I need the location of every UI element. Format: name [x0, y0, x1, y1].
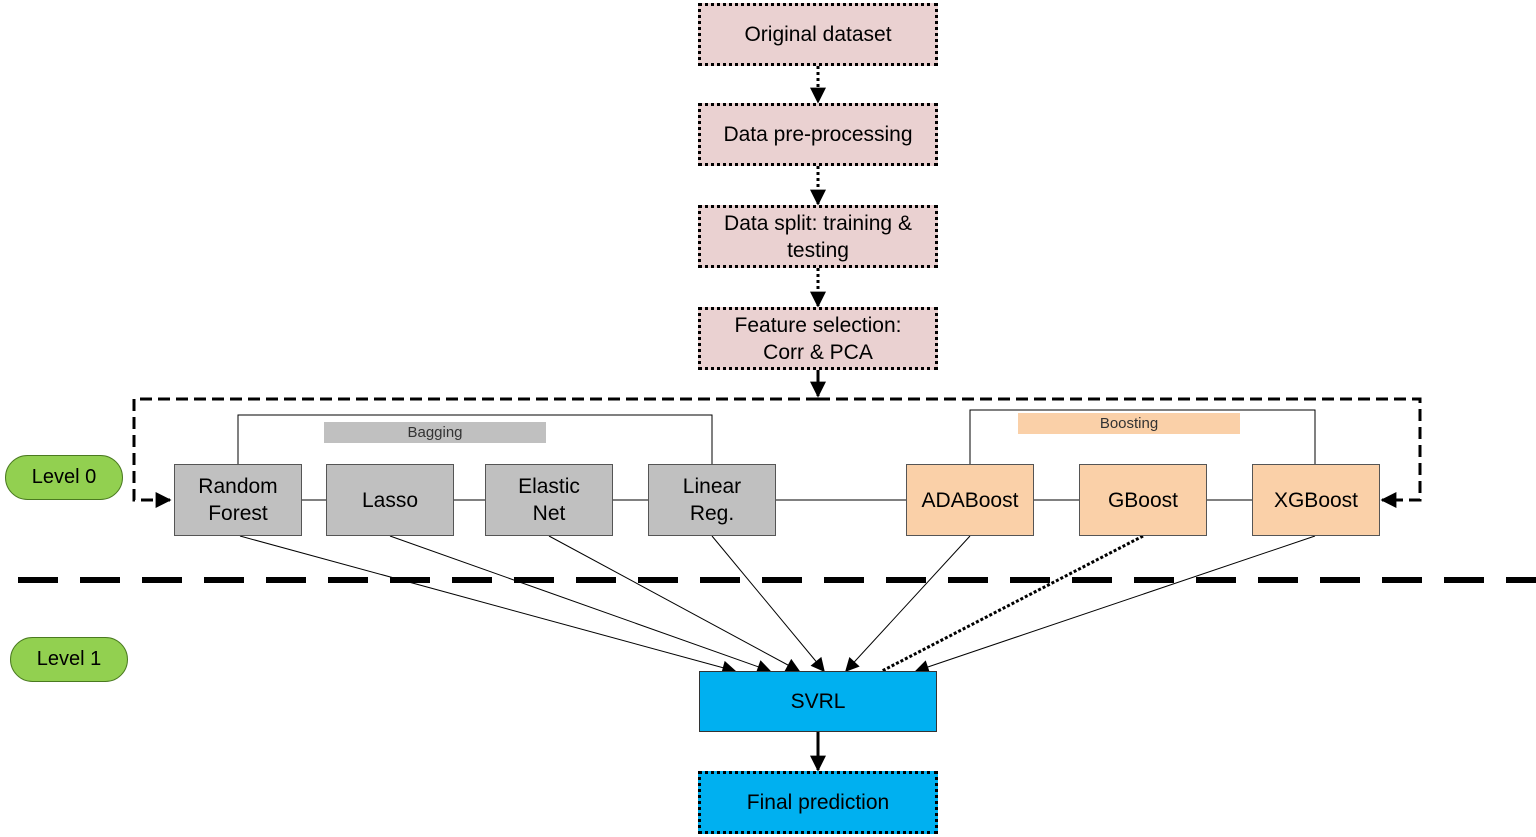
final-prediction-label: Final prediction [746, 791, 890, 814]
arrow-gboost-to-svrl [881, 534, 1144, 673]
boosting-label: Boosting [1099, 415, 1159, 432]
original-dataset-box: Original dataset [698, 3, 938, 66]
feature-selection-box: Feature selection: Corr & PCA [698, 307, 938, 370]
level-1-label: Level 1 [36, 648, 102, 670]
arrow-xgboost-to-svrl [914, 535, 1316, 674]
xgboost-label: XGBoost [1273, 488, 1359, 512]
gboost-label: GBoost [1107, 488, 1179, 512]
preprocessing-box: Data pre-processing [698, 103, 938, 166]
linear-reg-label-line2: Reg. [689, 502, 735, 525]
lasso-label: Lasso [361, 488, 419, 512]
feature-selection-label-line1: Feature selection: [734, 313, 902, 337]
xgboost-box: XGBoost [1252, 464, 1380, 536]
svrl-box: SVRL [699, 671, 937, 732]
random-forest-box: Random Forest [174, 464, 302, 536]
arrow-adaboost-to-svrl [845, 535, 971, 673]
arrow-randomforest-to-svrl [239, 535, 737, 675]
original-dataset-label: Original dataset [744, 23, 892, 46]
level-0-label: Level 0 [31, 466, 97, 488]
adaboost-label: ADABoost [921, 488, 1019, 512]
gboost-box: GBoost [1079, 464, 1207, 536]
bagging-band: Bagging [324, 422, 546, 443]
bagging-bracket [237, 414, 713, 464]
random-forest-label-line2: Forest [208, 502, 268, 525]
arrow-lasso-to-svrl [389, 535, 772, 674]
boosting-bracket [969, 409, 1316, 464]
svrl-label: SVRL [790, 690, 846, 713]
elastic-net-box: Elastic Net [485, 464, 613, 536]
adaboost-box: ADABoost [906, 464, 1034, 536]
distribution-loop-left [132, 397, 818, 508]
final-prediction-box: Final prediction [698, 771, 938, 834]
elastic-net-label-line2: Net [532, 502, 566, 525]
linear-reg-label-line1: Linear [682, 475, 742, 498]
preprocessing-label: Data pre-processing [723, 123, 913, 146]
data-split-box: Data split: training & testing [698, 205, 938, 268]
boosting-band: Boosting [1018, 413, 1240, 434]
random-forest-label-line1: Random [198, 475, 278, 498]
bagging-label: Bagging [407, 424, 463, 441]
lasso-box: Lasso [326, 464, 454, 536]
linear-reg-box: Linear Reg. [648, 464, 776, 536]
level-0-badge: Level 0 [5, 455, 123, 500]
data-split-label-line1: Data split: training & [724, 211, 912, 235]
arrow-linearreg-to-svrl [711, 535, 825, 673]
level-1-badge: Level 1 [10, 637, 128, 682]
elastic-net-label-line1: Elastic [518, 475, 580, 498]
distribution-loop-right [818, 397, 1422, 508]
data-split-label-line2: testing [787, 238, 849, 262]
arrow-elasticnet-to-svrl [548, 535, 801, 672]
feature-selection-label-line2: Corr & PCA [763, 340, 873, 364]
